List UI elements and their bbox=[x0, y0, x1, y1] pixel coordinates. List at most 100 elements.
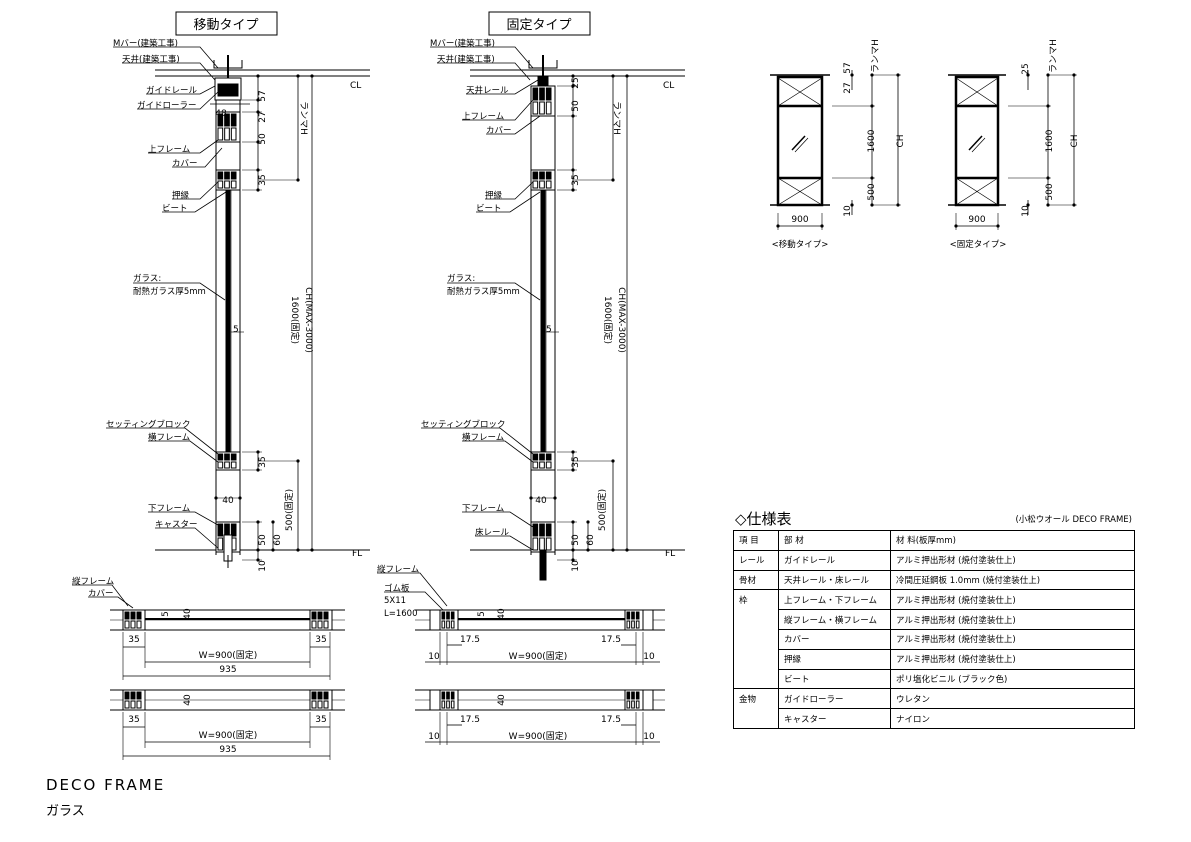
top-frame-part bbox=[532, 87, 539, 101]
leader-line bbox=[377, 572, 448, 607]
plan-frame-block-part bbox=[446, 700, 450, 709]
top-frame-part bbox=[230, 113, 237, 127]
dim-dot bbox=[1046, 104, 1050, 108]
plan-frame-block-part bbox=[311, 620, 317, 629]
plan-dim-35-left: 35 bbox=[128, 635, 139, 645]
leader-line bbox=[466, 79, 539, 95]
leader-line bbox=[447, 282, 541, 301]
label-m-bar: Mバー(建築工事) bbox=[113, 38, 178, 49]
dim-1600-fixed: 1600(固定) bbox=[289, 296, 301, 344]
cell-material: アルミ押出形材 (焼付塗装仕上) bbox=[890, 648, 1135, 670]
plan-frame-block-part bbox=[635, 700, 640, 709]
dim-500-fixed: 500(固定) bbox=[596, 489, 608, 531]
label-fl: FL bbox=[665, 549, 675, 559]
dim-dot bbox=[571, 520, 575, 524]
label-guide-roller: ガイドローラー bbox=[137, 100, 197, 111]
dim-dot bbox=[571, 188, 575, 192]
bead-block-part bbox=[224, 171, 230, 180]
label-setting-block: セッティングブロック bbox=[106, 419, 191, 430]
dim-dot bbox=[571, 450, 575, 454]
dim-dot bbox=[571, 168, 575, 172]
cell-part: キャスター bbox=[778, 708, 891, 729]
dim-40: 40 bbox=[222, 496, 234, 506]
plan-dim-5: 5 bbox=[477, 611, 487, 617]
dim-dot bbox=[256, 168, 260, 172]
plan2-dim-10-left: 10 bbox=[428, 732, 440, 742]
plan-frame-block-part bbox=[626, 611, 631, 620]
cell-item: レール bbox=[733, 549, 779, 571]
elev-frame bbox=[776, 75, 824, 207]
top-frame-part bbox=[532, 101, 539, 115]
plan-frame-block-part bbox=[311, 611, 317, 620]
header-part: 部 材 bbox=[778, 530, 891, 551]
horizontal-frame-block-part bbox=[224, 453, 230, 461]
dim-dot bbox=[571, 558, 575, 562]
horizontal-frame-block-part bbox=[217, 453, 224, 461]
leader-line bbox=[88, 596, 134, 609]
bead-block-part bbox=[539, 171, 545, 180]
elev-caption: <移動タイプ> bbox=[772, 239, 829, 250]
leader-line bbox=[462, 511, 534, 528]
elev-dim-1600: 1600 bbox=[1045, 129, 1055, 152]
label-horizontal-frame: 横フレーム bbox=[148, 432, 190, 443]
leader-line bbox=[122, 62, 216, 81]
leader-line bbox=[421, 427, 534, 455]
top-frame-part bbox=[217, 113, 224, 127]
dim-dot bbox=[1026, 203, 1030, 207]
dim-dot bbox=[954, 224, 958, 228]
plan-dim-17-5-right: 17.5 bbox=[601, 635, 621, 645]
plan-frame-block-part bbox=[124, 611, 130, 620]
horizontal-frame-block-part bbox=[545, 461, 552, 469]
bottom-frame-part bbox=[217, 537, 224, 551]
dim-dot bbox=[529, 496, 533, 500]
dim-35-lower: 35 bbox=[258, 456, 268, 467]
sliding-section: 移動タイプ Mバー(建築工事) 天井(建築工事) ガイドレール ガイドローラー … bbox=[72, 11, 362, 755]
dim-dot bbox=[996, 224, 1000, 228]
dim-dot bbox=[227, 330, 231, 334]
plan-frame-block-part bbox=[631, 611, 635, 620]
elev-dim-57: 57 bbox=[843, 62, 853, 73]
plan-frame-block-part bbox=[136, 620, 142, 629]
plan-frame-block-part bbox=[323, 691, 329, 700]
plan-dim-17-5-left: 17.5 bbox=[460, 635, 480, 645]
plan-frame-block-part bbox=[136, 700, 142, 709]
plan-frame-block-part bbox=[311, 700, 317, 709]
dim-500-fixed: 500(固定) bbox=[283, 489, 295, 531]
title-box bbox=[488, 11, 591, 36]
plan-frame-block-part bbox=[323, 611, 329, 620]
dim-dot bbox=[850, 73, 854, 77]
plan-dim-5: 5 bbox=[161, 611, 171, 617]
dim-5: 5 bbox=[233, 325, 239, 335]
label-cl: CL bbox=[350, 81, 361, 91]
label-horizontal-frame: 横フレーム bbox=[462, 432, 504, 443]
label-bottom-frame: 下フレーム bbox=[148, 504, 190, 514]
dim-dot bbox=[238, 496, 242, 500]
dim-25: 25 bbox=[571, 77, 581, 88]
elev-cross bbox=[777, 77, 823, 107]
section-title: 移動タイプ bbox=[193, 18, 258, 33]
bottom-frame-part bbox=[545, 523, 552, 537]
elev-dim-10: 10 bbox=[1021, 205, 1031, 217]
elev-cross bbox=[777, 177, 823, 206]
dim-ranma-h: ランマH bbox=[298, 101, 309, 135]
top-frame-part bbox=[224, 113, 230, 127]
elev-glass-mark bbox=[968, 135, 983, 151]
cell-part: 押縁 bbox=[778, 648, 891, 670]
dim-dot bbox=[1026, 73, 1030, 77]
label-bead: ビート bbox=[476, 204, 502, 214]
elev-dim-ch: CH bbox=[1070, 134, 1080, 147]
bead-block-part bbox=[217, 180, 224, 189]
dim-10: 10 bbox=[571, 560, 581, 572]
plan-frame-block-part bbox=[446, 691, 450, 700]
table-row: 枠上フレーム・下フレームアルミ押出形材 (焼付塗装仕上) bbox=[733, 589, 1135, 690]
dim-50-bottom: 50 bbox=[258, 534, 268, 546]
label-ceiling: 天井(建築工事) bbox=[122, 54, 180, 65]
bottom-frame-part bbox=[217, 523, 224, 537]
leader-line bbox=[437, 62, 531, 81]
plan-frame-block-part bbox=[441, 611, 446, 620]
top-frame-part bbox=[217, 127, 224, 141]
plan-frame-block-part bbox=[441, 620, 446, 629]
top-frame-part bbox=[545, 87, 552, 101]
dim-40: 40 bbox=[535, 496, 547, 506]
plan-frame-block-part bbox=[124, 700, 130, 709]
